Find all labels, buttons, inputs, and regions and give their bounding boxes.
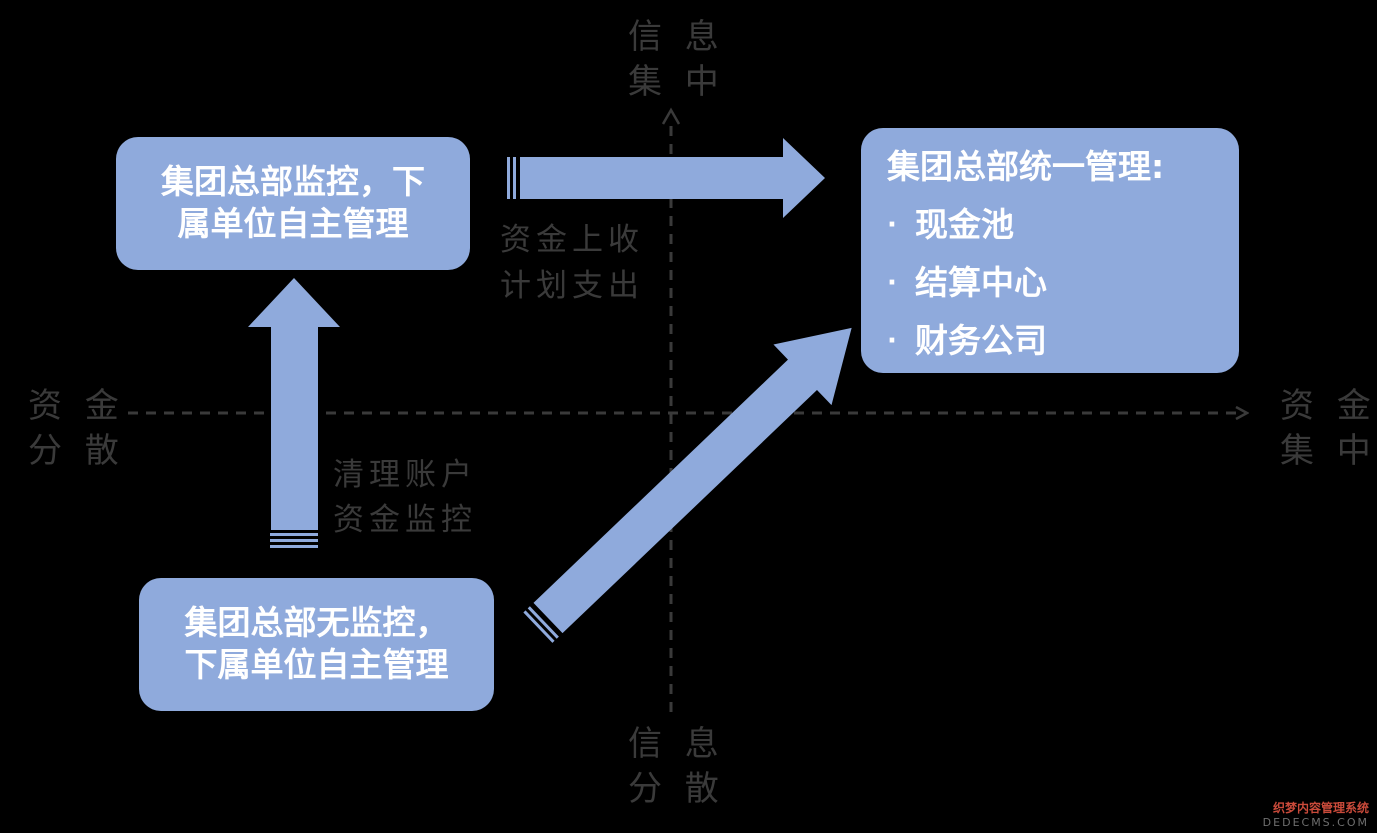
axis-label-top: 信 息 集 中 bbox=[628, 17, 742, 102]
list-item: · 结算中心 bbox=[887, 254, 1239, 312]
box-hq-no-monitoring: 集团总部无监控， 下属单位自主管理 bbox=[139, 578, 494, 711]
note-upward-arrow: 清理账户 资金监控 bbox=[333, 457, 492, 538]
box-hq-monitoring-line-2: 属单位自主管理 bbox=[177, 204, 409, 243]
list-item: · 现金池 bbox=[887, 196, 1239, 254]
box-hq-no-monitoring-line-1: 集团总部无监控， bbox=[184, 603, 449, 642]
bullet-dot-icon: · bbox=[887, 326, 897, 356]
watermark-line-1: 织梦内容管理系统 bbox=[1272, 801, 1369, 815]
box-hq-unified-management: 集团总部统一管理: · 现金池 · 结算中心 · 财务公司 bbox=[861, 128, 1239, 373]
list-item-settlement-center: 结算中心 bbox=[915, 263, 1047, 302]
axis-label-bottom: 信 息 分 散 bbox=[628, 724, 742, 809]
vertical-axis-arrowhead bbox=[661, 107, 681, 125]
axis-label-right: 资 金 集 中 bbox=[1280, 386, 1377, 471]
bullet-dot-icon: · bbox=[887, 268, 897, 298]
box-hq-unified-title: 集团总部统一管理: bbox=[887, 147, 1165, 186]
upward-arrow bbox=[248, 278, 340, 548]
bullet-dot-icon: · bbox=[887, 210, 897, 240]
watermark-line-2: DEDECMS.COM bbox=[1262, 816, 1369, 829]
rightward-arrow bbox=[507, 138, 825, 218]
box-hq-no-monitoring-line-2: 下属单位自主管理 bbox=[184, 645, 449, 684]
watermark: 织梦内容管理系统 DEDECMS.COM bbox=[1263, 799, 1369, 829]
list-item-finance-company: 财务公司 bbox=[915, 321, 1047, 360]
axis-label-left: 资 金 分 散 bbox=[28, 386, 142, 471]
note-rightward-arrow: 资金上收 计划支出 bbox=[500, 222, 659, 304]
list-item: · 财务公司 bbox=[887, 312, 1239, 370]
list-item-cash-pool: 现金池 bbox=[915, 205, 1014, 244]
box-hq-unified-list: · 现金池 · 结算中心 · 财务公司 bbox=[887, 196, 1239, 370]
box-hq-monitoring: 集团总部监控，下 属单位自主管理 bbox=[116, 137, 470, 270]
box-hq-monitoring-line-1: 集团总部监控，下 bbox=[161, 162, 425, 201]
diagonal-arrow bbox=[523, 327, 852, 643]
